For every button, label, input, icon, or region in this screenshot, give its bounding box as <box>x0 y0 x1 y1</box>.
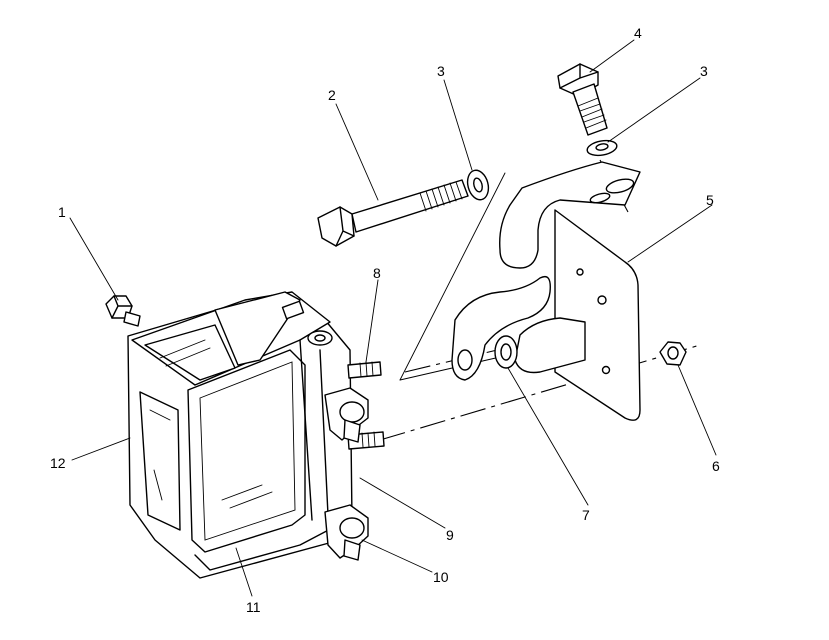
callout-2: 2 <box>328 87 336 103</box>
cap-nut <box>105 295 141 327</box>
mounting-bracket <box>451 161 641 421</box>
callout-3-left: 3 <box>437 63 445 79</box>
callout-11: 11 <box>246 599 261 615</box>
module-housing <box>127 291 353 579</box>
long-bolt <box>317 179 469 247</box>
retaining-clips <box>324 387 369 561</box>
washer-right <box>586 139 618 157</box>
short-bolt <box>557 63 608 136</box>
callout-10: 10 <box>433 569 449 585</box>
hex-nut <box>659 341 687 366</box>
callout-9: 9 <box>446 527 454 543</box>
washer-left <box>466 169 490 201</box>
callout-7: 7 <box>582 507 590 523</box>
callout-12: 12 <box>50 455 66 471</box>
callout-1: 1 <box>58 204 66 220</box>
callout-8: 8 <box>373 265 381 281</box>
callout-3-right: 3 <box>700 63 708 79</box>
callout-labels: 1 2 3 3 4 5 6 7 8 9 10 11 12 <box>50 25 720 615</box>
callout-5: 5 <box>706 192 714 208</box>
callout-4: 4 <box>634 25 642 41</box>
callout-6: 6 <box>712 458 720 474</box>
leader-lines <box>69 39 717 597</box>
